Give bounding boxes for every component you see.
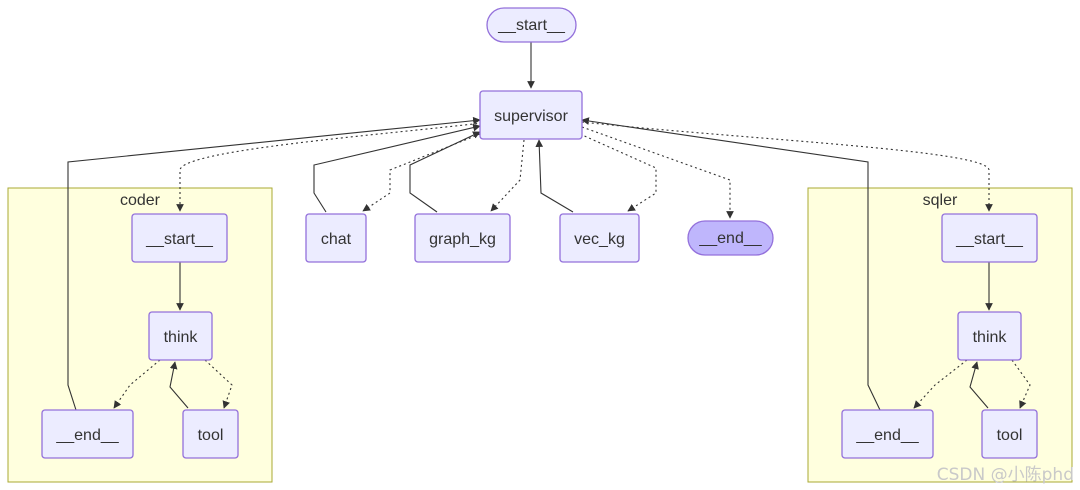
node-sqler-think[interactable]: think	[957, 311, 1022, 361]
node-vec-kg[interactable]: vec_kg	[559, 213, 640, 263]
node-sqler-think-label: think	[973, 329, 1008, 346]
edge-chat-supervisor	[313, 123, 481, 213]
node-sqler-end[interactable]: __end__	[841, 409, 934, 459]
edge-coder-supervisor	[67, 116, 481, 411]
edge-supervisor-sqler	[581, 121, 993, 212]
node-sqler-tool[interactable]: tool	[981, 409, 1038, 459]
cluster-sqler-label: sqler	[923, 192, 958, 209]
edges	[67, 42, 1031, 411]
edge-sqler-supervisor	[581, 117, 881, 411]
node-start-label: __start__	[497, 17, 566, 34]
node-sqler-start-label: __start__	[955, 231, 1024, 248]
edge-vec-kg-supervisor	[535, 139, 574, 213]
node-supervisor[interactable]: supervisor	[479, 90, 583, 140]
node-sqler-tool-label: tool	[997, 427, 1023, 444]
node-vec-kg-label: vec_kg	[574, 231, 625, 248]
node-sqler-end-label: __end__	[855, 427, 919, 444]
node-graph-kg[interactable]: graph_kg	[414, 213, 511, 263]
node-coder-end[interactable]: __end__	[41, 409, 134, 459]
edge-supervisor-coder	[176, 122, 483, 212]
node-coder-end-label: __end__	[55, 427, 119, 444]
node-chat-label: chat	[321, 231, 352, 248]
edge-coder-tool-think	[169, 361, 189, 409]
node-sqler-start[interactable]: __start__	[941, 213, 1038, 263]
edge-supervisor-vec-kg	[579, 133, 657, 212]
edge-supervisor-graph-kg	[490, 139, 525, 212]
node-end-label: __end__	[698, 230, 762, 247]
node-end[interactable]: __end__	[687, 220, 774, 256]
node-coder-think[interactable]: think	[148, 311, 213, 361]
node-coder-think-label: think	[164, 329, 199, 346]
node-coder-start-label: __start__	[145, 231, 214, 248]
node-coder-start[interactable]: __start__	[131, 213, 228, 263]
edge-graph-kg-supervisor	[409, 131, 481, 213]
edge-sqler-think-tool	[1011, 359, 1031, 409]
edge-supervisor-end	[581, 126, 734, 219]
cluster-coder-label: coder	[120, 192, 161, 209]
node-start[interactable]: __start__	[486, 7, 577, 43]
node-graph-kg-label: graph_kg	[429, 231, 496, 248]
edge-coder-think-tool	[204, 359, 233, 409]
node-supervisor-label: supervisor	[494, 108, 568, 125]
node-coder-tool[interactable]: tool	[182, 409, 239, 459]
edge-sqler-tool-think	[969, 361, 989, 409]
node-chat[interactable]: chat	[305, 213, 367, 263]
node-coder-tool-label: tool	[198, 427, 224, 444]
csdn-watermark: CSDN @小陈phd	[936, 465, 1074, 485]
edge-supervisor-chat	[362, 133, 481, 212]
edge-sqler-think-end	[913, 359, 968, 409]
